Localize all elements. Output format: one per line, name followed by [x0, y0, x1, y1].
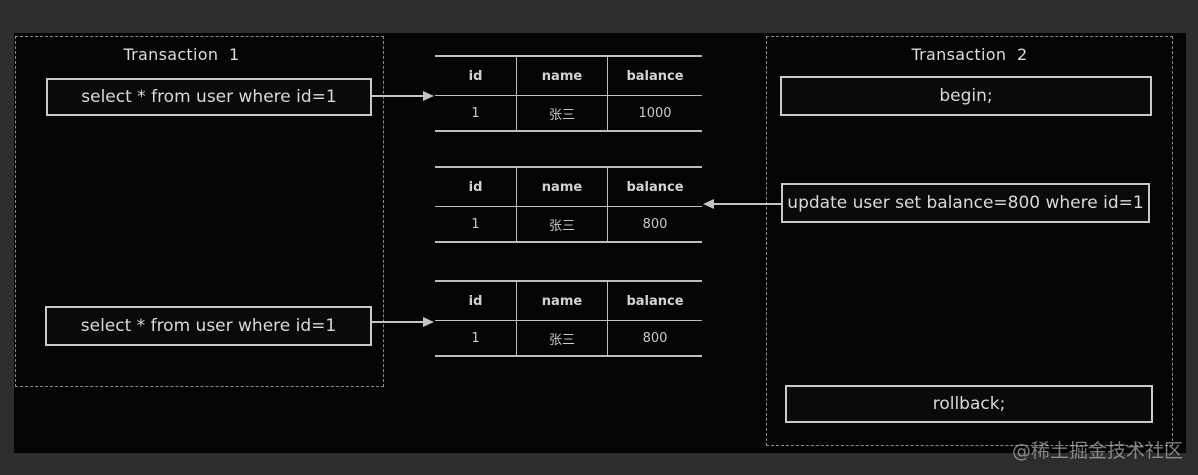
table2-header-id: id	[435, 168, 517, 207]
sql-text-select-top: select * from user where id=1	[81, 87, 337, 107]
transaction2-panel	[766, 36, 1173, 446]
table3-header-balance: balance	[608, 282, 702, 321]
arrow-head-right-icon	[423, 317, 434, 327]
arrow-line	[713, 203, 781, 205]
arrow-line	[372, 95, 424, 97]
arrow-line	[372, 321, 424, 323]
table3-cell-name: 张三	[517, 321, 608, 355]
sql-box-update: update user set balance=800 where id=1	[781, 183, 1150, 223]
transaction2-title: Transaction 2	[911, 45, 1028, 64]
table1-header-name: name	[517, 57, 608, 96]
table2-header-name: name	[517, 168, 608, 207]
table3-header-id: id	[435, 282, 517, 321]
table3-cell-id: 1	[435, 321, 517, 355]
sql-box-select-bottom: select * from user where id=1	[45, 306, 372, 346]
arrow-head-right-icon	[423, 91, 434, 101]
transaction1-title: Transaction 1	[123, 45, 240, 64]
sql-text-select-bottom: select * from user where id=1	[80, 316, 337, 336]
table2-cell-id: 1	[435, 207, 517, 241]
watermark: @稀土掘金技术社区	[1012, 440, 1184, 462]
table3-cell-balance: 800	[642, 330, 668, 346]
transaction1-panel	[15, 36, 384, 387]
user-table-3: id name balance 1 张三 800	[435, 280, 702, 357]
table1-cell-id: 1	[435, 96, 517, 130]
sql-box-begin: begin;	[780, 76, 1152, 116]
sql-box-select-top: select * from user where id=1	[46, 78, 372, 116]
sql-text-update: update user set balance=800 where id=1	[787, 193, 1144, 213]
table1-cell-balance: 1000	[638, 105, 672, 121]
table3-header-name: name	[517, 282, 608, 321]
sql-box-rollback: rollback;	[785, 385, 1153, 423]
user-table-1: id name balance 1 张三 1000	[435, 55, 702, 132]
sql-text-begin: begin;	[939, 86, 993, 106]
arrow-head-left-icon	[703, 199, 714, 209]
user-table-2: id name balance 1 张三 800	[435, 166, 702, 243]
table1-cell-name: 张三	[517, 96, 608, 130]
sql-text-rollback: rollback;	[932, 394, 1006, 414]
table2-cell-name: 张三	[517, 207, 608, 241]
table2-cell-balance: 800	[642, 216, 668, 232]
table2-header-balance: balance	[608, 168, 702, 207]
table1-header-balance: balance	[608, 57, 702, 96]
table1-header-id: id	[435, 57, 517, 96]
